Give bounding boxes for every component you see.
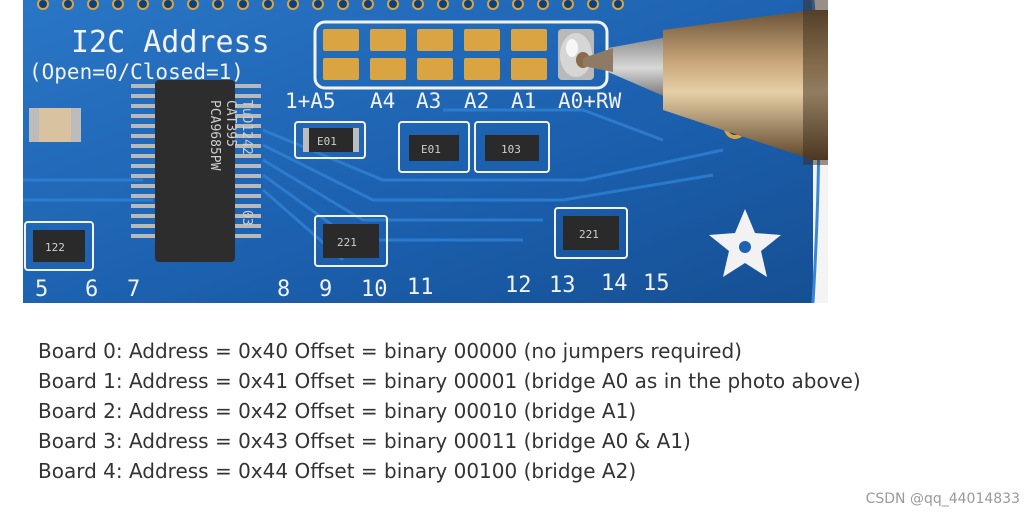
svg-text:A3: A3 <box>416 89 441 113</box>
svg-text:7: 7 <box>127 277 140 302</box>
resistor-array-right: 221 <box>554 207 628 259</box>
svg-text:A4: A4 <box>370 89 395 113</box>
top-header-holes <box>37 0 624 10</box>
svg-text:6: 6 <box>85 277 98 302</box>
board-3-line: Board 3: Address = 0x43 Offset = binary … <box>38 429 691 453</box>
svg-text:PCA9685PW: PCA9685PW <box>207 100 222 171</box>
svg-text:10: 10 <box>361 277 388 302</box>
resistor-e01-right: E01 <box>398 121 470 173</box>
svg-text:A0+RW: A0+RW <box>558 89 622 113</box>
pin-numbers: 5 6 7 8 9 10 11 12 13 14 15 <box>35 271 670 302</box>
svg-text:E01: E01 <box>317 135 337 148</box>
svg-text:103: 103 <box>501 143 521 156</box>
svg-text:1+A5: 1+A5 <box>285 89 336 113</box>
capacitor <box>29 108 81 142</box>
svg-text:14: 14 <box>601 271 628 296</box>
svg-text:5: 5 <box>35 277 48 302</box>
resistor-e01-left: E01 <box>294 121 366 159</box>
resistor-array-left: 122 <box>24 221 94 271</box>
pcb-photo: I2C Address (Open=0/Closed=1) 1+A5 <box>23 0 828 303</box>
svg-text:221: 221 <box>579 228 599 241</box>
svg-text:122: 122 <box>45 241 65 254</box>
address-jumpers <box>313 20 609 90</box>
svg-text:221: 221 <box>337 236 357 249</box>
svg-text:A1: A1 <box>511 89 536 113</box>
resistor-array-middle: 221 <box>314 215 388 267</box>
resistor-103: 103 <box>474 121 550 173</box>
svg-text:CAT395: CAT395 <box>223 100 238 147</box>
adafruit-star-logo <box>709 209 781 277</box>
board-0-line: Board 0: Address = 0x40 Offset = binary … <box>38 339 742 363</box>
svg-text:8: 8 <box>277 277 290 302</box>
svg-text:A2: A2 <box>464 89 489 113</box>
pca9685-chip: PCA9685PW CAT395 TuD1242 03 <box>131 80 261 262</box>
board-1-line: Board 1: Address = 0x41 Offset = binary … <box>38 369 861 393</box>
board-4-line: Board 4: Address = 0x44 Offset = binary … <box>38 459 637 483</box>
svg-text:11: 11 <box>407 275 434 300</box>
svg-text:03: 03 <box>239 210 254 226</box>
csdn-watermark: CSDN @qq_44014833 <box>865 491 1020 507</box>
svg-text:9: 9 <box>319 277 332 302</box>
pcb-illustration: I2C Address (Open=0/Closed=1) 1+A5 <box>23 0 828 303</box>
svg-text:15: 15 <box>643 271 670 296</box>
soldering-iron <box>583 0 828 165</box>
svg-text:12: 12 <box>505 273 532 298</box>
svg-text:TuD1242: TuD1242 <box>239 100 254 155</box>
board-address-list: Board 0: Address = 0x40 Offset = binary … <box>38 336 861 486</box>
jumper-labels: 1+A5 A4 A3 A2 A1 A0+RW <box>285 89 622 113</box>
board-2-line: Board 2: Address = 0x42 Offset = binary … <box>38 399 637 423</box>
soldered-a0-jumper <box>558 29 594 80</box>
svg-text:13: 13 <box>549 273 576 298</box>
svg-text:E01: E01 <box>421 143 441 156</box>
i2c-address-title: I2C Address <box>71 25 270 60</box>
